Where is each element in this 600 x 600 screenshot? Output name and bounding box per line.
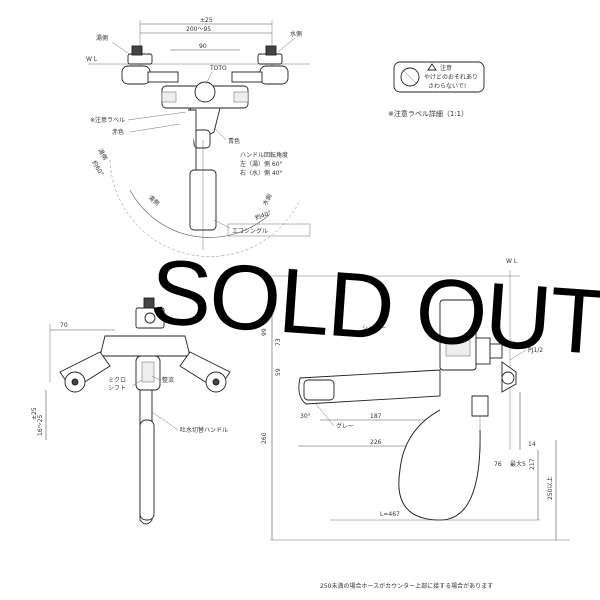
side-view: 70 ミクロ シフト 整流 ±25 16～25 吐水切替ハンドル: [31, 297, 231, 525]
rotation-right: 右（水）側 40°: [240, 169, 283, 177]
dim-max5-label: 最大5: [510, 460, 526, 468]
angle-hot-label: 湯側: [96, 147, 109, 161]
caution-label-detail: 注意 やけどのおそれあり さわらないで! ※注意ラベル詳細（1:1）: [388, 61, 485, 118]
rotation-left: 左（湯）側 60°: [240, 160, 283, 168]
footnote: 250未満の場合ホースがカウンター上部に接する場合があります: [320, 582, 493, 590]
dim-73-label: 73: [275, 338, 282, 346]
cold-side-label: 水側: [290, 30, 302, 38]
dim-70-label: 70: [60, 322, 68, 329]
dim-pitch-label: 200～95: [186, 26, 211, 33]
dim-90-label: 90: [199, 43, 207, 50]
dim-260-label: 260: [261, 432, 268, 444]
rotation-title: ハンドル回転角度: [240, 151, 288, 159]
red-label: 赤色: [112, 128, 124, 136]
dim-25-label: ±25: [31, 407, 38, 420]
front-view: W L ±25 200～95 90 湯側 水側 TOTO: [86, 17, 311, 257]
sold-out-stamp: SOLD OUT: [146, 240, 600, 375]
hot-arc-label: 湯側: [147, 193, 161, 207]
flow-adjust-label: 整流: [162, 376, 174, 384]
hot-side-label: 湯側: [96, 34, 108, 42]
dim-76-label: 76: [494, 461, 502, 468]
dim-226-label: 226: [370, 439, 382, 446]
dim-59-label: 59: [275, 368, 282, 376]
dim-14-label: 14: [528, 441, 536, 448]
eco-single-label: エコシングル: [232, 227, 268, 235]
grey-label: グレー: [336, 422, 354, 430]
dim-187-label: 187: [370, 413, 382, 420]
angle-30-label: 30°: [300, 413, 311, 420]
angle-hot-value: 約60°: [90, 159, 105, 177]
switch-handle-label: 吐水切替ハンドル: [180, 426, 228, 434]
label-detail-line1: やけどのおそれあり: [424, 73, 478, 81]
label-detail-line2: さわらないで!: [428, 83, 466, 90]
dim-250-label: 250以上: [546, 477, 554, 500]
hose-length-label: L=467: [380, 511, 400, 518]
brand-label: TOTO: [209, 65, 227, 72]
front-wl-label: W L: [86, 56, 98, 63]
shower-label: シャワー: [362, 325, 386, 332]
label-detail-title: 注意: [440, 64, 452, 72]
dim-217-label: 217: [529, 458, 536, 470]
dim-top-label: ±25: [200, 17, 213, 24]
pj-label: PJ1/2: [528, 347, 543, 354]
right-view: W L PJ1/2 99 73 59 260 187 226 30° グレー シ…: [261, 258, 570, 590]
caution-label-callout: ※注意ラベル: [90, 116, 125, 124]
micro-shift-label-1: ミクロ: [108, 377, 126, 384]
dim-16-25-label: 16～25: [37, 415, 44, 436]
right-wl-label: W L: [506, 258, 518, 265]
angle-cold-label: 水側: [261, 193, 274, 207]
micro-shift-label-2: シフト: [108, 385, 126, 392]
label-detail-caption: ※注意ラベル詳細（1:1）: [388, 109, 468, 118]
dim-99-label: 99: [261, 328, 268, 336]
blue-label: 青色: [228, 137, 240, 145]
